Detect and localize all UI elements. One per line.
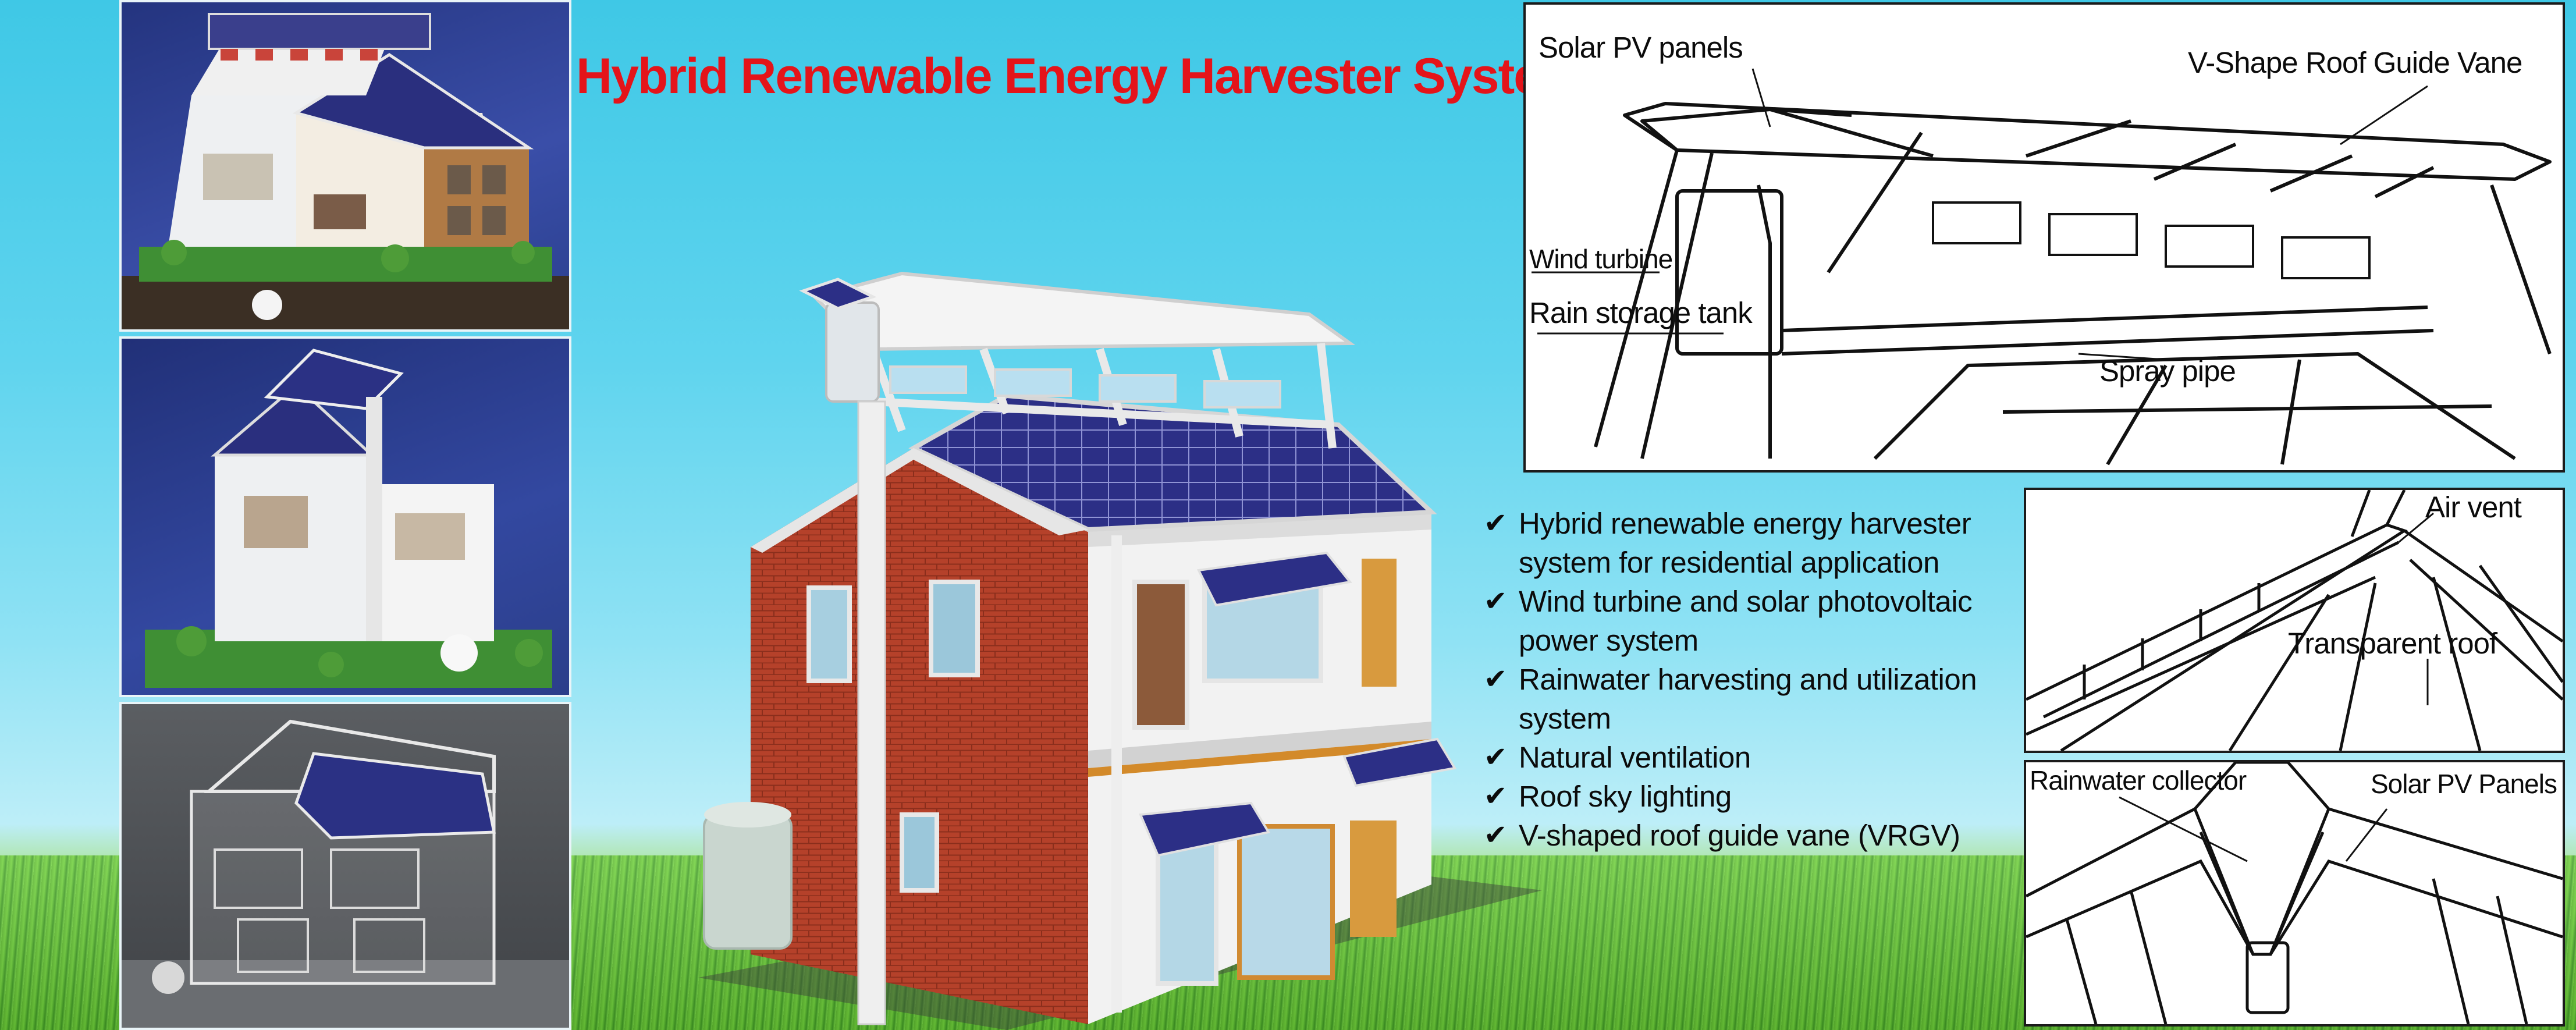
model-photo-render [119,702,571,1030]
page-title: Hybrid Renewable Energy Harvester System [576,48,1585,104]
rainwater-collector-diagram: Rainwater collector Solar PV Panels [2024,760,2565,1027]
list-item: ✔ Hybrid renewable energy harvester syste… [1484,504,2037,582]
air-vent-diagram: Air vent Transparent roof [2024,488,2565,753]
label-v-shape-vane: V-Shape Roof Guide Vane [2188,46,2522,79]
list-item: ✔ Wind turbine and solar photovoltaic pow… [1484,582,2037,660]
model-house-illustration-1 [122,13,569,329]
check-icon: ✔ [1484,742,1507,773]
model-photo-front [119,0,571,332]
check-icon: ✔ [1484,781,1507,812]
check-icon: ✔ [1484,664,1507,695]
list-item: ✔ V-shaped roof guide vane (VRGV) [1484,816,2037,855]
feature-text: Natural ventilation [1519,741,1751,774]
collector-line-drawing [2026,762,2563,1024]
feature-text: Hybrid renewable energy harvester system… [1519,507,1971,579]
roof-system-diagram: Solar PV panels V-Shape Roof Guide Vane … [1523,2,2565,473]
list-item: ✔ Natural ventilation [1484,738,2037,777]
transparent-roof-line-drawing [2026,490,2563,751]
label-transparent-roof: Transparent roof [2288,627,2497,660]
list-item: ✔ Roof sky lighting [1484,777,2037,816]
label-air-vent: Air vent [2425,491,2522,524]
feature-text: Roof sky lighting [1519,780,1732,813]
check-icon: ✔ [1484,820,1507,851]
check-icon: ✔ [1484,508,1507,539]
list-item: ✔ Rainwater harvesting and utilization sy… [1484,660,2037,738]
label-solar-pv-panels: Solar PV panels [1539,31,1743,64]
label-spray-pipe: Spray pipe [2099,354,2236,388]
model-house-illustration-3 [122,719,569,1028]
check-icon: ✔ [1484,586,1507,617]
label-wind-turbine: Wind turbine [1529,244,1673,274]
feature-text: Rainwater harvesting and utilization sys… [1519,663,1977,735]
house-illustration [698,271,1542,1030]
model-photo-side [119,336,571,697]
roof-line-drawing [1532,68,2552,466]
label-rainwater-collector: Rainwater collector [2030,765,2247,795]
feature-text: V-shaped roof guide vane (VRGV) [1519,819,1960,852]
feature-text: Wind turbine and solar photovoltaic powe… [1519,585,1973,657]
label-rain-storage-tank: Rain storage tank [1529,296,1753,329]
label-solar-pv-panels-bottom: Solar PV Panels [2371,769,2557,799]
model-house-illustration-2 [145,349,552,688]
feature-list: ✔ Hybrid renewable energy harvester syste… [1484,504,2037,855]
